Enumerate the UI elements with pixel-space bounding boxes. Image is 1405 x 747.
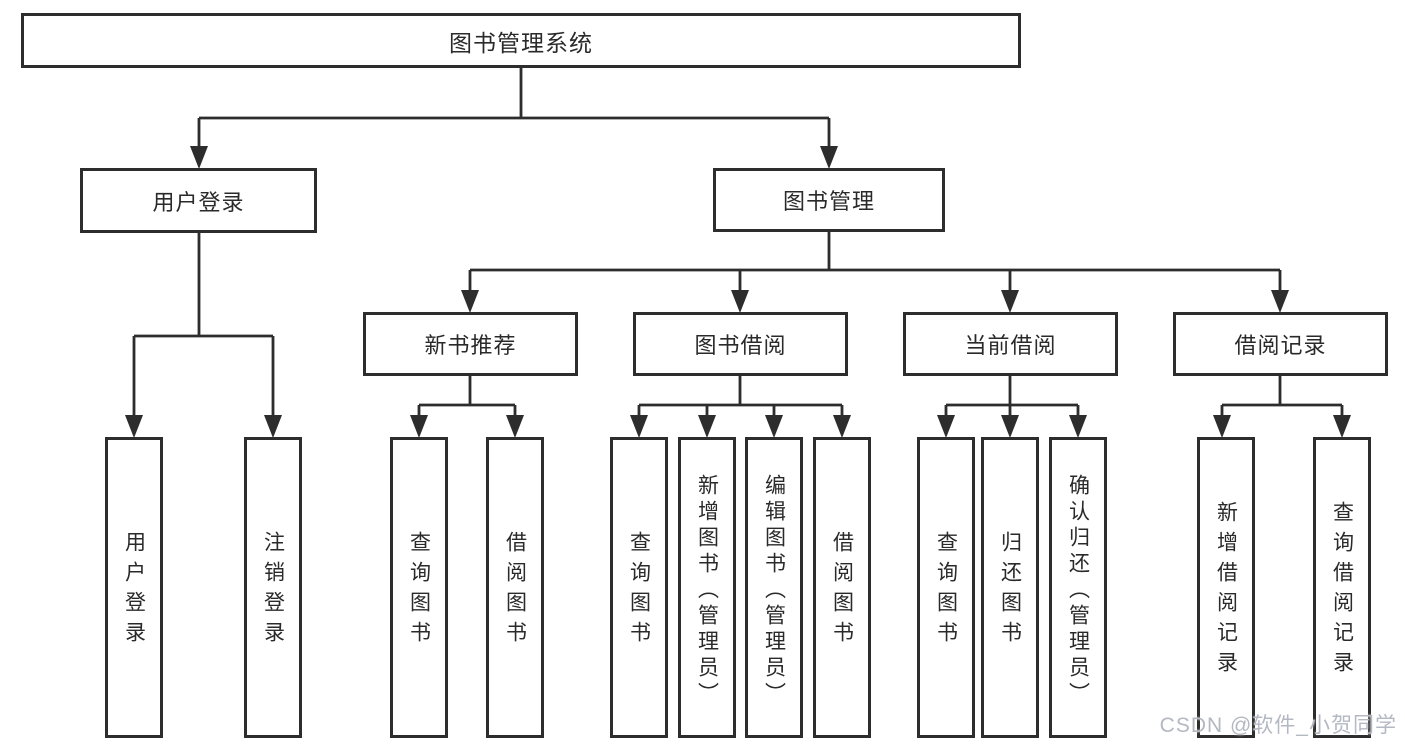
node-leaf-edit-books-admin: 编辑图书（管理员） [745, 437, 803, 738]
node-leaf-add-books-admin: 新增图书（管理员） [678, 437, 736, 738]
node-borrowing-records: 借阅记录 [1173, 312, 1388, 376]
node-leaf-confirm-return-admin: 确认归还（管理员） [1049, 437, 1107, 738]
node-root-library-management-system: 图书管理系统 [21, 13, 1021, 68]
node-leaf-add-borrow-record: 新增借阅记录 [1197, 437, 1255, 738]
node-leaf-query-borrow-record: 查询借阅记录 [1313, 437, 1371, 738]
node-book-management: 图书管理 [713, 168, 945, 232]
node-book-borrowing: 图书借阅 [633, 312, 848, 376]
node-leaf-borrow-books: 借阅图书 [813, 437, 871, 738]
node-leaf-query-books-recommend: 查询图书 [390, 437, 448, 738]
node-user-login: 用户登录 [80, 168, 317, 233]
node-leaf-query-books-borrowing: 查询图书 [610, 437, 668, 738]
csdn-watermark: CSDN @软件_小贺同学 [1159, 714, 1397, 737]
node-leaf-user-login: 用户登录 [105, 437, 163, 738]
node-leaf-query-books-current: 查询图书 [917, 437, 975, 738]
node-new-book-recommend: 新书推荐 [363, 312, 578, 376]
node-current-borrowing: 当前借阅 [903, 312, 1118, 376]
node-leaf-borrow-books-recommend: 借阅图书 [486, 437, 544, 738]
node-leaf-logout: 注销登录 [244, 437, 302, 738]
node-leaf-return-books: 归还图书 [981, 437, 1039, 738]
